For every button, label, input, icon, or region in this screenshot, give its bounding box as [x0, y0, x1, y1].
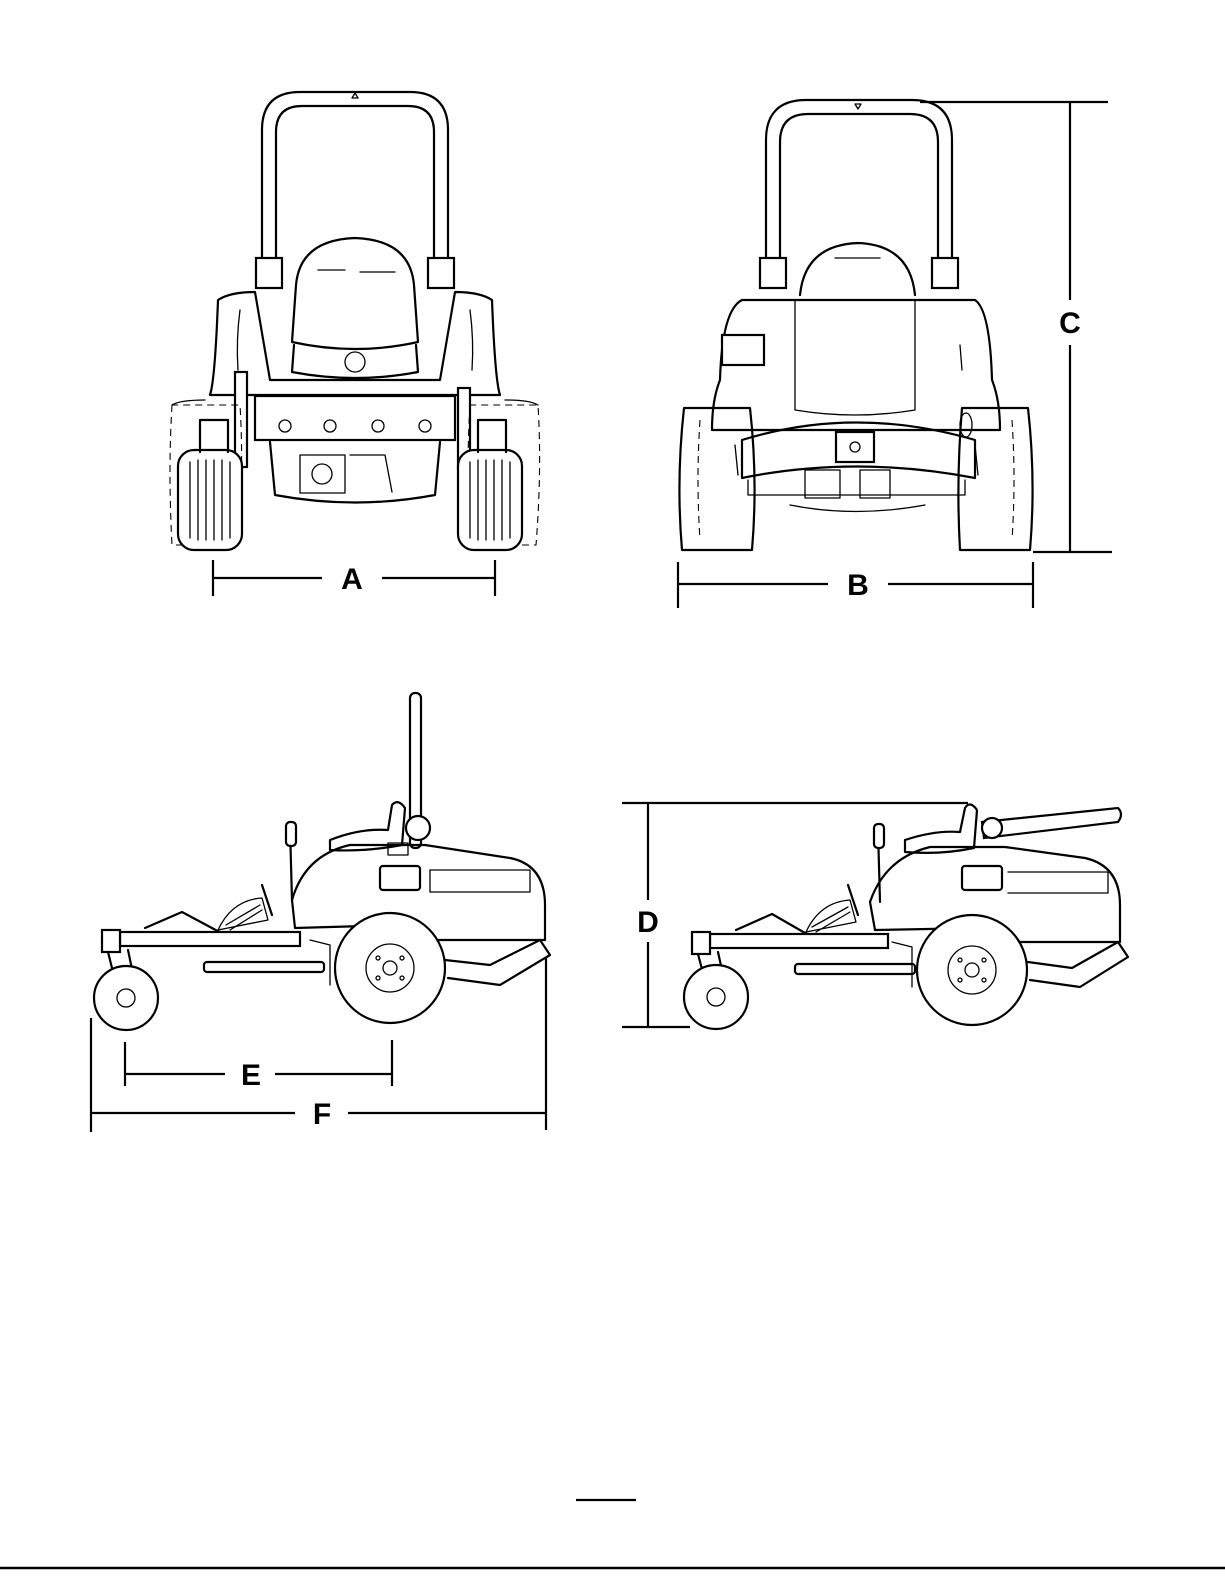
dimension-f-label: F: [313, 1098, 331, 1131]
dimension-f: F: [91, 958, 546, 1132]
dimension-d-label: D: [637, 906, 659, 939]
side-view-drawing: [94, 693, 550, 1030]
dimension-a-label: A: [341, 563, 363, 596]
front-view-drawing: [170, 92, 540, 550]
dimension-e-label: E: [241, 1059, 261, 1092]
dimension-b: B: [678, 562, 1033, 608]
folded-side-view-drawing: [684, 804, 1128, 1029]
rear-view-drawing: [679, 100, 1032, 550]
dimension-c: C: [920, 102, 1112, 552]
dimension-b-label: B: [847, 569, 869, 602]
dimension-a: A: [213, 560, 495, 596]
dimension-c-label: C: [1059, 307, 1081, 340]
dimension-e: E: [125, 1040, 392, 1092]
